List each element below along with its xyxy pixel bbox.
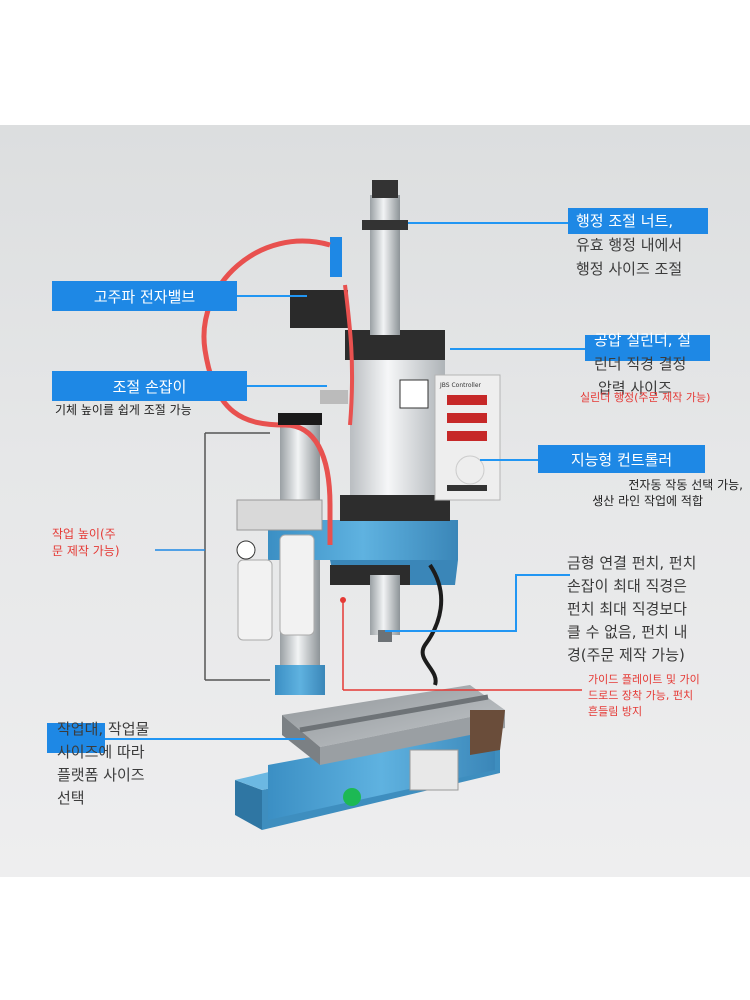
controller-desc-line1: 전자동 작동 선택 가능,: [628, 478, 743, 492]
pressure-size: 압력 사이즈: [598, 379, 672, 397]
adjust-knob: [320, 390, 348, 404]
controller-leader: [480, 459, 538, 461]
worktable: [282, 685, 505, 765]
cylinder-label-box: [585, 335, 710, 361]
power-cable: [420, 563, 444, 686]
worktable-leader: [105, 738, 305, 740]
pneumatic-press-machine: JBS Controller: [155, 180, 582, 830]
cylinder: [340, 180, 450, 521]
cylinder-line1: 공압 실린더, 실: [594, 331, 692, 349]
work-height-brace: [155, 432, 270, 681]
guide-plate-line3: 흔들림 방지: [588, 705, 643, 718]
punch-line4: 클 수 없음, 펀치 내: [567, 623, 688, 641]
filter-regulator: [236, 499, 323, 641]
cylinder-leader: [450, 348, 585, 350]
controller-desc-line2: 생산 라인 작업에 적합: [592, 494, 703, 508]
worktable-line1: 작업대, 작업물: [57, 720, 150, 738]
cylinder-stroke: 실린더 행정(주문 제작 가능): [580, 391, 711, 404]
stroke-nut-leader: [408, 222, 568, 224]
adjust-knob-desc: 기체 높이를 쉽게 조절 가능: [55, 403, 192, 417]
punch-rod: [370, 575, 400, 635]
solenoid-leader: [237, 295, 307, 297]
stroke-nut-line2: 유효 행정 내에서: [576, 236, 683, 254]
stroke-nut-line3: 행정 사이즈 조절: [576, 260, 683, 278]
work-height-line1: 작업 높이(주: [52, 527, 116, 541]
nameplate: [409, 749, 459, 791]
product-photo: JBS Controller: [0, 125, 750, 877]
punch-leader-horizontal: [385, 630, 517, 632]
punch-leader-top: [515, 574, 570, 576]
power-button: [343, 788, 361, 806]
worktable-line2: 사이즈에 따라: [57, 743, 145, 761]
guide-plate-line1: 가이드 플레이트 및 가이: [588, 673, 700, 686]
worktable-line4: 선택: [57, 789, 85, 807]
stroke-nut-line1: 행정 조절 너트,: [576, 212, 674, 230]
work-height-line2: 문 제작 가능): [52, 544, 120, 558]
adjust-knob-label: 조절 손잡이: [52, 371, 247, 401]
worktable-marker: [47, 723, 105, 753]
stroke-nut-label-box: [568, 208, 708, 234]
cylinder-line2: 린더 직경 결정: [594, 355, 687, 373]
guide-plate-line2: 드로드 장착 가능, 펀치: [588, 689, 694, 702]
controller-box: JBS Controller: [434, 374, 501, 501]
punch-line3: 펀치 최대 직경보다: [567, 600, 687, 618]
punch-line2: 손잡이 최대 직경은: [567, 577, 687, 595]
punch-line1: 금형 연결 펀치, 펀치: [567, 554, 697, 572]
worktable-line3: 플랫폼 사이즈: [57, 766, 145, 784]
controller-brand: JBS Controller: [439, 382, 482, 389]
punch-leader-vertical: [515, 574, 517, 632]
punch-line5: 경(주문 제작 가능): [567, 646, 685, 664]
controller-label: 지능형 컨트롤러: [538, 445, 705, 473]
solenoid-label: 고주파 전자밸브: [52, 281, 237, 311]
adjust-knob-leader: [247, 385, 327, 387]
